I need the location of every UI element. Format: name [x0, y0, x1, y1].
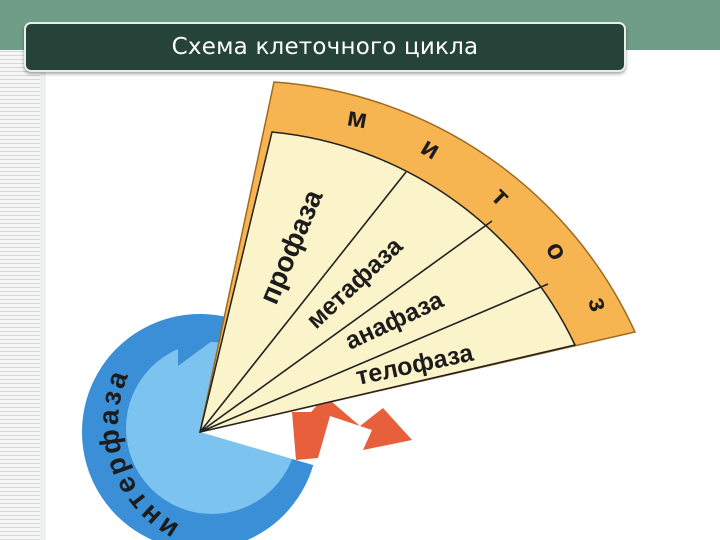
transition-arrow [300, 396, 412, 458]
title-bar: Схема клеточного цикла [24, 22, 626, 72]
left-stripe-edge [40, 50, 46, 540]
transition-arrow-stem [292, 412, 318, 460]
ring-arrowhead [178, 318, 212, 366]
divider-2 [199, 220, 493, 433]
phase-area [198, 131, 577, 434]
left-stripe-decoration [0, 50, 40, 540]
divider-1 [199, 171, 407, 433]
slide-title: Схема клеточного цикла [171, 34, 479, 60]
divider-3 [199, 283, 549, 433]
